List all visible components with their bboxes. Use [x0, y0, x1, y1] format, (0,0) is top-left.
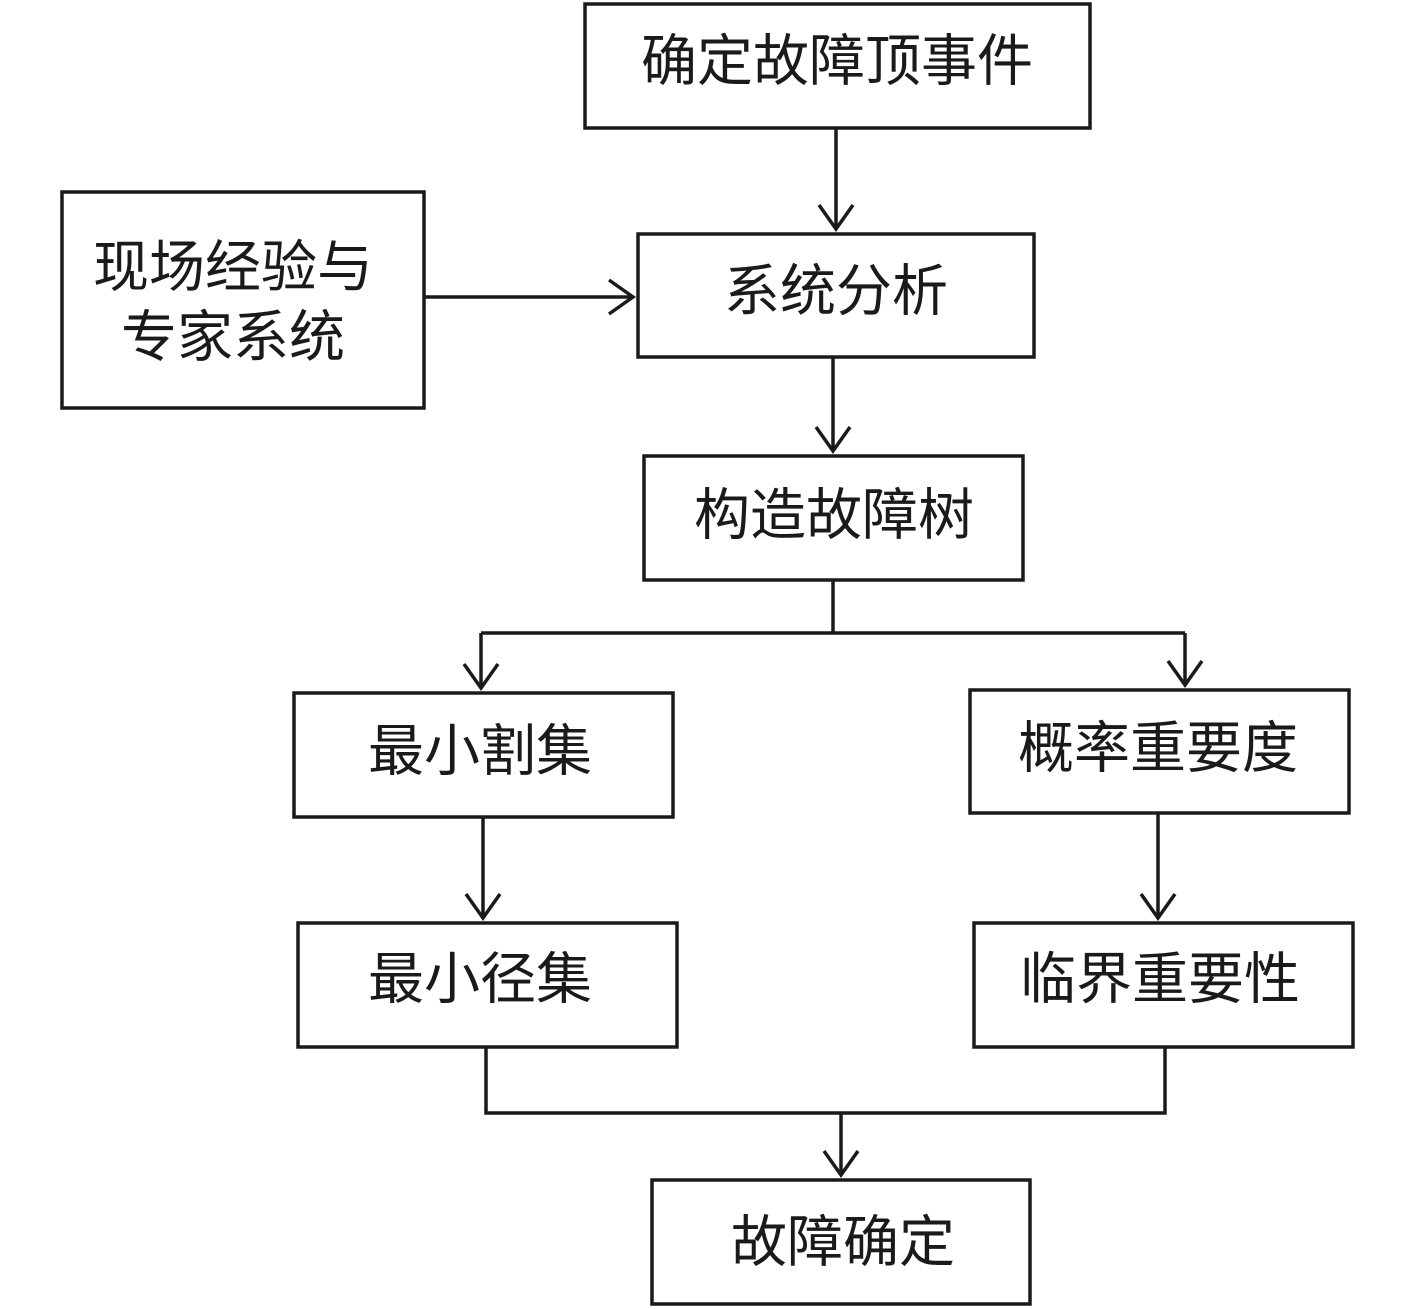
node-min-cut-sets-label: 最小割集: [368, 720, 592, 785]
node-top-event: 确定故障顶事件: [583, 2, 1092, 130]
arrowhead-analysis: [817, 203, 855, 233]
node-critical-importance: 临界重要性: [972, 921, 1355, 1049]
arrowhead-probability: [1166, 659, 1204, 689]
edge-merge: [484, 1047, 1167, 1115]
node-fault-confirm-label: 故障确定: [731, 1211, 955, 1276]
node-probability-importance-label: 概率重要度: [1018, 717, 1298, 782]
node-system-analysis: 系统分析: [636, 232, 1036, 359]
node-fault-confirm: 故障确定: [650, 1178, 1032, 1306]
node-top-event-label: 确定故障顶事件: [641, 30, 1033, 95]
arrowhead-tree: [814, 425, 852, 455]
arrowhead-pathsets: [464, 892, 502, 922]
node-build-tree: 构造故障树: [642, 454, 1025, 582]
node-experience-label-line2: 专家系统: [121, 306, 345, 371]
node-min-path-sets: 最小径集: [296, 921, 679, 1049]
node-build-tree-label: 构造故障树: [694, 484, 974, 549]
arrowhead-experience: [607, 278, 637, 316]
arrowhead-cutsets: [462, 662, 500, 692]
connectors: [424, 128, 1204, 1179]
node-min-cut-sets: 最小割集: [292, 691, 675, 819]
arrowhead-critical: [1139, 892, 1177, 922]
node-critical-importance-label: 临界重要性: [1020, 948, 1300, 1013]
node-experience: 现场经验与 专家系统: [60, 190, 426, 410]
node-experience-label-line1: 现场经验与: [93, 236, 373, 301]
node-system-analysis-label: 系统分析: [724, 260, 948, 325]
arrowhead-confirm: [822, 1149, 860, 1179]
node-min-path-sets-label: 最小径集: [368, 948, 592, 1013]
node-probability-importance: 概率重要度: [968, 688, 1351, 815]
